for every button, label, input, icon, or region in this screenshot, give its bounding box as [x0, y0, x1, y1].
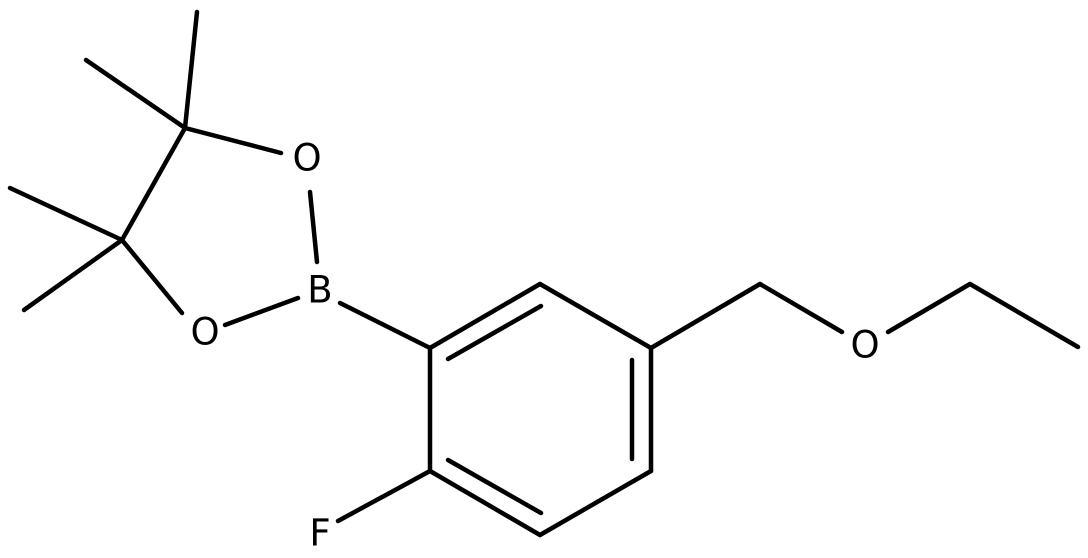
atom-oxygen-lower: O — [190, 311, 219, 354]
bond-ch2-o — [757, 281, 845, 335]
atom-boron: B — [307, 269, 332, 312]
atom-fluorine: F — [309, 512, 330, 555]
bond-ch2-ch3 — [967, 281, 1081, 350]
bond-ring-1-2 — [427, 281, 543, 351]
bond-methyl-3 — [7, 185, 125, 243]
bond-ring-ch2 — [648, 281, 763, 351]
bond-ring-4-5 — [537, 468, 654, 538]
bond-ring-5-6 — [427, 468, 543, 538]
bond-b-aryl — [337, 300, 433, 351]
bond-o-ch2 — [885, 281, 973, 335]
bond-o-upper-b — [307, 189, 320, 265]
bond-o-lower-b — [222, 295, 301, 328]
bond-ring-f — [335, 468, 433, 524]
bond-methyl-2 — [83, 57, 188, 131]
atom-oxygen-upper: O — [292, 137, 321, 180]
bond-ring-1-2-inner — [445, 303, 544, 362]
bond-c5-o-lower — [119, 237, 185, 316]
bond-c4-o-upper — [182, 125, 284, 156]
atom-oxygen-ether: O — [850, 324, 879, 367]
bond-methyl-1 — [182, 9, 200, 131]
bond-ring-2-3 — [537, 281, 654, 351]
bond-ring-5-6-inner — [445, 457, 544, 516]
bond-c4-c5 — [119, 125, 188, 243]
bond-methyl-4 — [21, 237, 125, 313]
